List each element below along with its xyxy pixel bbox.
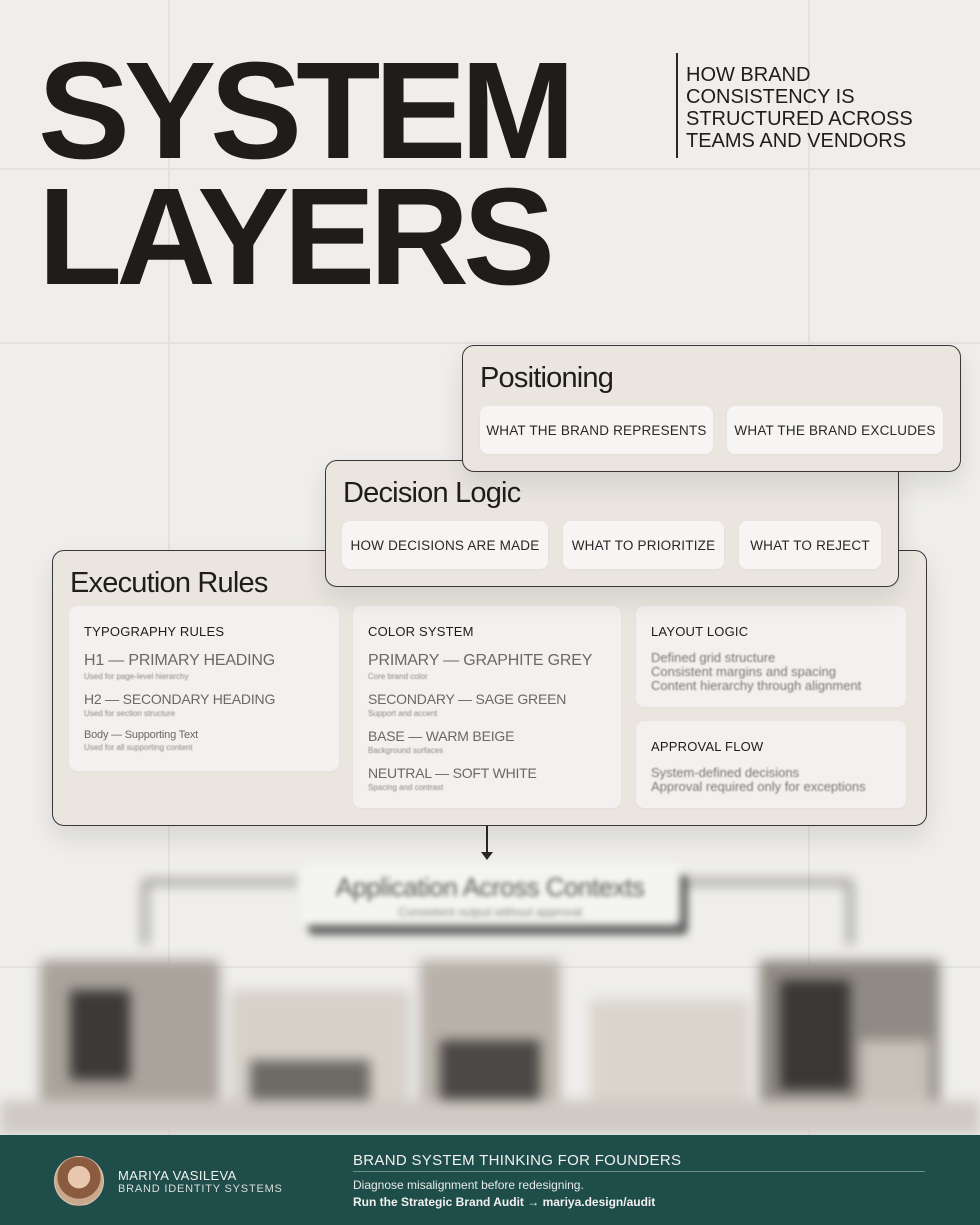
footer-cta: Run the Strategic Brand Audit → mariya.d… [353,1195,656,1209]
grid-line [0,342,980,344]
color-item: SECONDARY — SAGE GREEN Support and accen… [368,691,566,718]
item-caption: Core brand color [368,672,428,681]
panel-color-system: COLOR SYSTEM PRIMARY — GRAPHITE GREY Cor… [353,606,621,808]
item-heading: PRIMARY — GRAPHITE GREY [368,652,593,669]
item-heading: Body — Supporting Text [84,729,199,741]
panel-title: TYPOGRAPHY RULES [84,624,225,639]
title-line-2: LAYERS [38,160,555,314]
decision-pill: WHAT TO REJECT [739,521,881,569]
item-caption: Used for section structure [84,709,176,718]
application-card [300,865,680,925]
footer-tagline: Diagnose misalignment before redesigning… [353,1178,584,1192]
decision-pill: WHAT TO PRIORITIZE [563,521,724,569]
subtitle: HOW BRAND CONSISTENCY IS STRUCTURED ACRO… [686,64,913,152]
layout-line: Defined grid structure [651,650,776,665]
typography-item: Body — Supporting Text Used for all supp… [84,729,198,752]
item-heading: H1 — PRIMARY HEADING [84,652,276,669]
color-item: PRIMARY — GRAPHITE GREY Core brand color [368,652,592,681]
application-title: Application Across Contexts [335,872,645,902]
item-heading: SECONDARY — SAGE GREEN [368,691,567,707]
typography-item: H1 — PRIMARY HEADING Used for page-level… [84,652,275,681]
footer-divider [353,1171,925,1172]
item-caption: Used for all supporting content [84,743,193,752]
footer-heading: BRAND SYSTEM THINKING FOR FOUNDERS [353,1152,682,1169]
item-caption: Spacing and contrast [368,783,444,792]
layer-positioning: Positioning WHAT THE BRAND REPRESENTS WH… [462,345,961,472]
layout-line: Content hierarchy through alignment [651,678,862,693]
layer-title: Execution Rules [70,567,268,599]
color-item: BASE — WARM BEIGE Background surfaces [368,728,514,755]
layout-lines: Defined grid structure Consistent margin… [651,651,861,693]
layer-execution-rules: Execution Rules TYPOGRAPHY RULES H1 — PR… [52,550,927,826]
panel-approval-flow: APPROVAL FLOW System-defined decisions A… [636,721,906,808]
item-caption: Support and accent [368,709,438,718]
flow-arrow-line [486,826,488,856]
approval-line: System-defined decisions [651,765,800,780]
item-heading: NEUTRAL — SOFT WHITE [368,765,537,781]
application-subtitle: Consistent output without approval [397,905,583,919]
panel-typography-rules: TYPOGRAPHY RULES H1 — PRIMARY HEADING Us… [69,606,339,771]
page-title: SYSTEM LAYERS [38,34,575,314]
title-line-1: SYSTEM [38,34,575,188]
arrow-down-icon [481,852,493,860]
application-diagram [0,880,980,1135]
layer-title: Decision Logic [343,477,521,509]
item-caption: Background surfaces [368,746,444,755]
panel-layout-logic: LAYOUT LOGIC Defined grid structure Cons… [636,606,906,707]
color-item: NEUTRAL — SOFT WHITE Spacing and contras… [368,765,537,792]
panel-title: COLOR SYSTEM [368,624,474,639]
application-section [0,830,980,1135]
approval-line: Approval required only for exceptions [651,779,866,794]
avatar [54,1156,104,1206]
typography-item: H2 — SECONDARY HEADING Used for section … [84,691,275,718]
footer: MARIYA VASILEVA BRAND IDENTITY SYSTEMS B… [0,1135,980,1225]
grid-line [0,168,980,170]
author-role: BRAND IDENTITY SYSTEMS [118,1183,283,1195]
item-heading: H2 — SECONDARY HEADING [84,691,276,707]
panel-title: LAYOUT LOGIC [651,624,749,639]
panel-title: APPROVAL FLOW [651,739,764,754]
decision-pill: HOW DECISIONS ARE MADE [342,521,548,569]
layer-title: Positioning [480,362,614,394]
item-heading: BASE — WARM BEIGE [368,728,515,744]
layout-line: Consistent margins and spacing [651,664,836,679]
positioning-pill: WHAT THE BRAND REPRESENTS [480,406,713,454]
item-caption: Used for page-level hierarchy [84,672,189,681]
layer-decision-logic: Decision Logic HOW DECISIONS ARE MADE WH… [325,460,899,587]
approval-lines: System-defined decisions Approval requir… [651,766,866,794]
author-name: MARIYA VASILEVA [118,1168,237,1183]
positioning-pill: WHAT THE BRAND EXCLUDES [727,406,943,454]
subtitle-divider [676,53,678,158]
